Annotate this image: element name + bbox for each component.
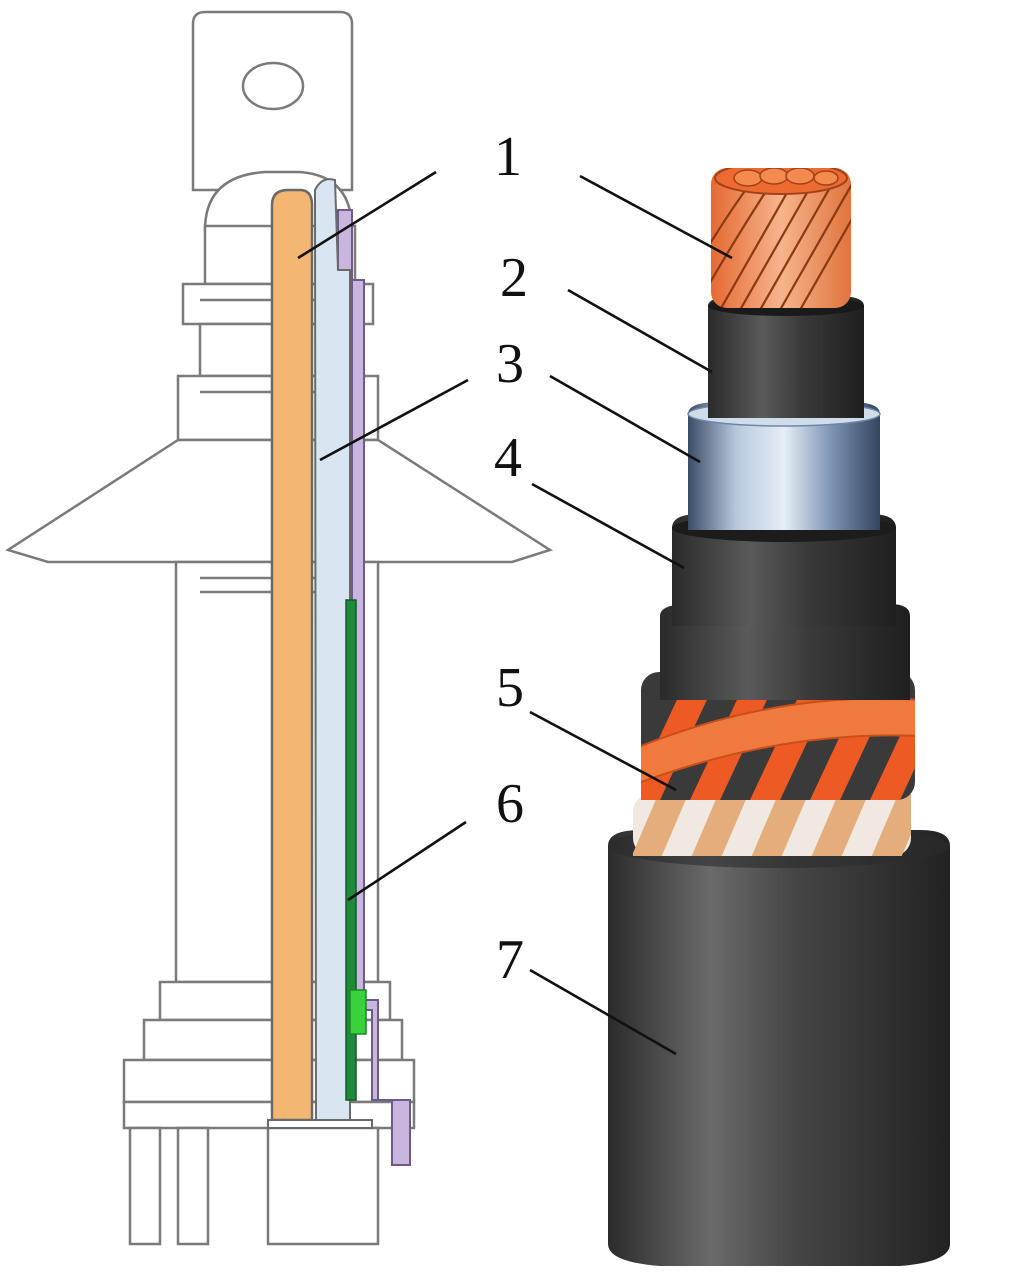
cable-stub — [268, 1128, 378, 1244]
base-leg-left — [130, 1128, 160, 1244]
stress-cone-green — [350, 990, 366, 1034]
base-step-3 — [124, 1060, 414, 1102]
label-7: 7 — [496, 929, 524, 991]
cable-cutaway — [608, 162, 960, 1266]
label-5: 5 — [496, 657, 524, 719]
label-4: 4 — [494, 427, 522, 489]
label-1: 1 — [494, 126, 522, 188]
label-3: 3 — [496, 333, 524, 395]
label-2: 2 — [500, 247, 528, 309]
conductor-core — [272, 190, 312, 1120]
copper-conductor — [700, 162, 880, 310]
insulation-layer — [315, 179, 350, 1120]
label-6: 6 — [496, 773, 524, 835]
lug-hole-icon — [243, 63, 303, 109]
outer-sheath — [608, 830, 950, 1266]
base-leg-mid — [178, 1128, 208, 1244]
